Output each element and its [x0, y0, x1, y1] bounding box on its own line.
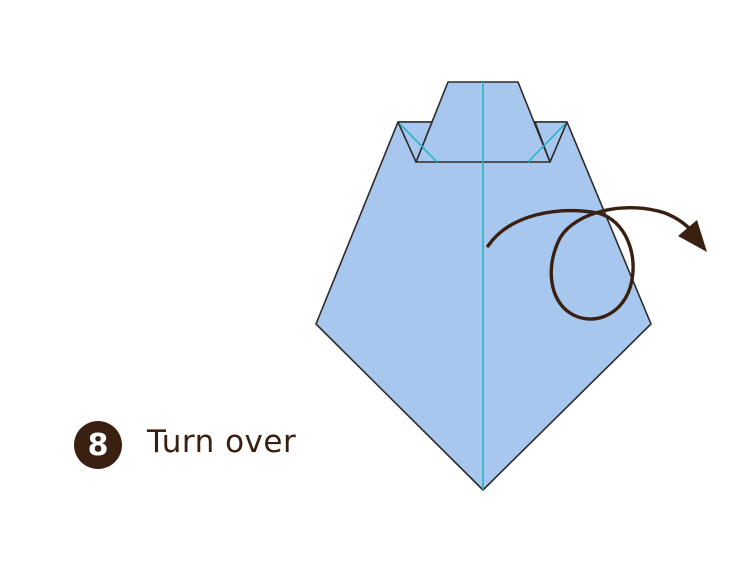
left-corner-flap	[397, 121, 433, 163]
step-instruction: Turn over	[147, 424, 297, 460]
step-number-badge: 8	[74, 421, 122, 469]
turn-over-arrow-icon	[486, 206, 707, 321]
left-crease-line	[399, 123, 438, 163]
right-crease-line	[527, 123, 566, 163]
step-number: 8	[87, 427, 109, 463]
right-corner-flap	[534, 121, 568, 163]
